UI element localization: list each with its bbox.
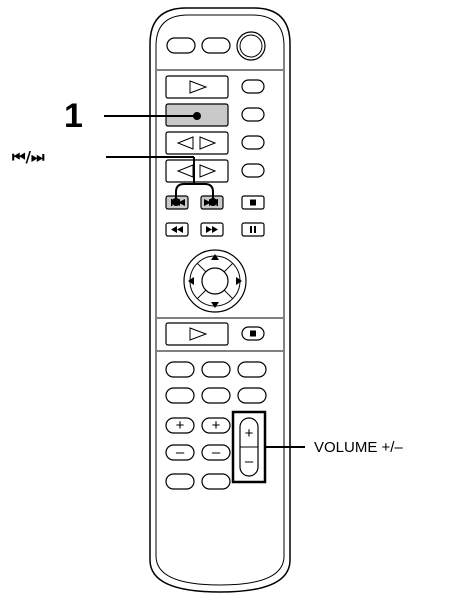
- top-button-2[interactable]: [201, 37, 231, 54]
- arrow-right-icon: [236, 277, 242, 285]
- small-minus-button-2[interactable]: [201, 444, 231, 461]
- arrow-down-icon: [211, 302, 219, 308]
- stop-square-icon-2: [250, 330, 256, 337]
- pause-bar-right: [254, 226, 256, 233]
- dpad-divider-2: [223, 262, 234, 273]
- callout-skip-dot-left: [172, 198, 180, 206]
- callout-1-dot: [193, 112, 201, 120]
- side-button-1[interactable]: [241, 79, 265, 94]
- play-button[interactable]: [165, 75, 229, 99]
- volume-plus-label: +: [245, 425, 254, 442]
- side-button-2[interactable]: [241, 107, 265, 122]
- scan-button-2[interactable]: [165, 159, 229, 183]
- callout-skip-symbol: ⏮/⏭: [12, 148, 45, 166]
- grid-button-7[interactable]: [165, 473, 195, 490]
- rewind-icon: [171, 226, 183, 233]
- grid-button-2[interactable]: [201, 361, 231, 378]
- pause-bar-left: [250, 226, 252, 233]
- scan-right-icon-2: [199, 164, 217, 178]
- side-button-3[interactable]: [241, 135, 265, 150]
- grid-button-8[interactable]: [201, 473, 231, 490]
- small-plus-label-2: +: [212, 417, 221, 434]
- scan-button-1[interactable]: [165, 131, 229, 155]
- remote-body-inner: [155, 14, 285, 586]
- fast-forward-icon: [206, 226, 218, 233]
- arrow-left-icon: [188, 277, 194, 285]
- arrow-up-icon: [211, 254, 219, 260]
- small-plus-button-1[interactable]: [165, 417, 195, 434]
- volume-minus-label: –: [245, 453, 254, 470]
- small-minus-label-1: –: [176, 444, 185, 461]
- dpad-divider-3: [196, 289, 207, 300]
- power-button-ring: [239, 34, 263, 58]
- dpad-center-button[interactable]: [201, 267, 229, 295]
- callout-volume-label: VOLUME +/–: [314, 439, 403, 456]
- play-button-2[interactable]: [165, 322, 229, 346]
- dpad-divider-4: [223, 289, 234, 300]
- small-minus-button-1[interactable]: [165, 444, 195, 461]
- play-triangle-icon: [189, 80, 208, 94]
- scan-right-icon: [199, 136, 217, 150]
- side-button-4[interactable]: [241, 163, 265, 178]
- dpad-divider-1: [196, 262, 207, 273]
- top-button-1[interactable]: [166, 37, 196, 54]
- grid-button-1[interactable]: [165, 361, 195, 378]
- callout-skip-dot-right: [209, 198, 217, 206]
- small-minus-label-2: –: [212, 444, 221, 461]
- pause-button[interactable]: [241, 222, 265, 237]
- grid-button-5[interactable]: [201, 387, 231, 404]
- grid-button-3[interactable]: [237, 361, 267, 378]
- scan-left-icon: [176, 136, 194, 150]
- grid-button-4[interactable]: [165, 387, 195, 404]
- stop-square-icon: [250, 199, 256, 206]
- small-plus-label-1: +: [176, 417, 185, 434]
- grid-button-6[interactable]: [237, 387, 267, 404]
- play-triangle-icon-2: [189, 327, 208, 341]
- power-button[interactable]: [236, 31, 266, 61]
- small-plus-button-2[interactable]: [201, 417, 231, 434]
- callout-step-1: 1: [64, 97, 83, 135]
